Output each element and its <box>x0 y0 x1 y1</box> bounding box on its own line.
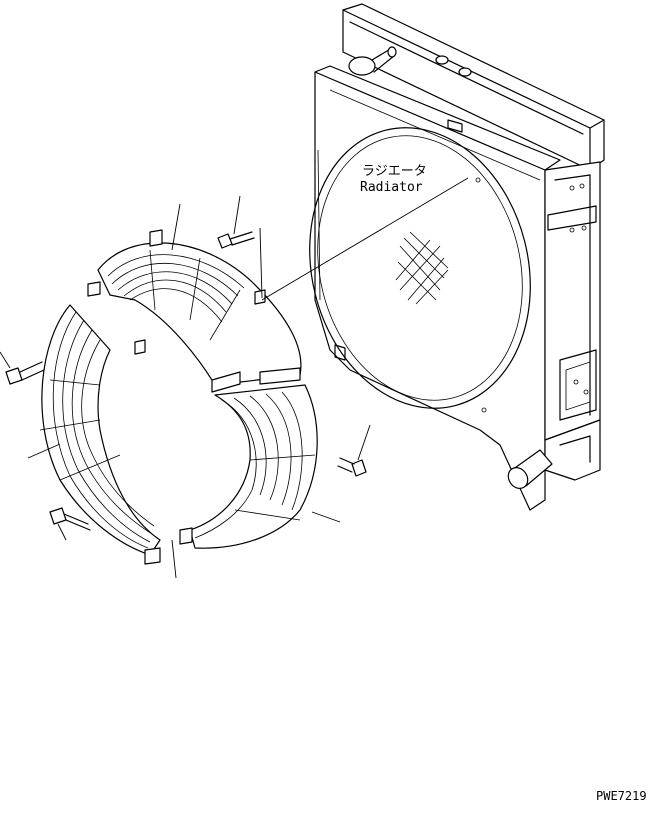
bolt-upper <box>217 195 255 249</box>
bolt-right <box>337 424 371 477</box>
fan-guard <box>39 229 318 565</box>
drawing-code: PWE7219 <box>596 789 647 803</box>
shroud-opening <box>309 127 531 409</box>
radiator-cap <box>435 55 449 65</box>
leader-lines <box>27 177 469 579</box>
fan-guard-upper-segment <box>97 242 302 386</box>
fan-guard-lower-segment <box>189 384 318 549</box>
bolt-lower <box>49 507 91 541</box>
radiator-label-english: Radiator <box>360 180 423 195</box>
radiator-inlet-pipe <box>348 56 376 76</box>
bolt-left <box>0 351 45 385</box>
radiator-label-leader <box>261 177 469 301</box>
fan-guard-brackets <box>87 229 301 565</box>
radiator-shroud-plate <box>314 71 546 511</box>
radiator-label-japanese: ラジエータ <box>362 164 427 179</box>
radiator-core-grid <box>395 231 449 305</box>
radiator <box>309 3 605 511</box>
radiator-side-frame <box>544 161 601 441</box>
